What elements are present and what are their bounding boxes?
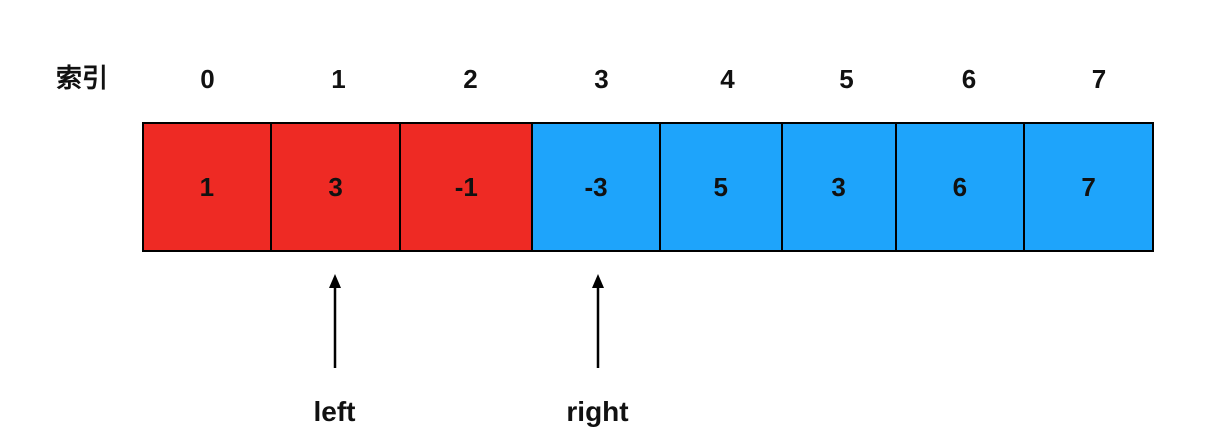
right-pointer-arrow-icon [591, 274, 604, 368]
array-cell-3: -3 [531, 122, 661, 252]
array-cell-4: 5 [658, 122, 783, 252]
array-cell-0: 1 [142, 122, 272, 252]
array-cell-7: 7 [1023, 122, 1154, 252]
left-pointer-label: left [313, 396, 356, 427]
index-number-4: 4 [720, 64, 735, 94]
right-pointer-label: right [566, 396, 629, 427]
index-row-label: 索引 [56, 64, 109, 94]
array-cell-6: 6 [894, 122, 1026, 252]
array-cell-5: 3 [780, 122, 897, 252]
index-number-0: 0 [200, 64, 215, 94]
array-cell-2: -1 [399, 122, 534, 252]
index-number-7: 7 [1091, 64, 1107, 94]
index-number-1: 1 [331, 64, 346, 94]
index-number-6: 6 [961, 64, 977, 94]
left-pointer-arrow-icon [328, 274, 341, 368]
index-number-2: 2 [463, 64, 478, 94]
index-number-3: 3 [594, 64, 609, 94]
index-number-5: 5 [839, 64, 854, 94]
array-cell-1: 3 [269, 122, 402, 252]
